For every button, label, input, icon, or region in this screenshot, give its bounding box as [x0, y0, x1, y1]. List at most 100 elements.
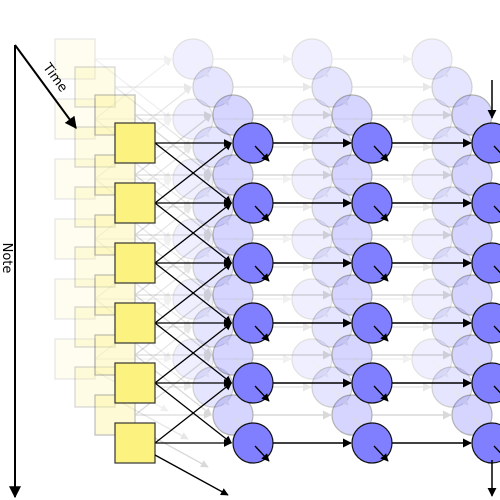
ghost-hidden-node	[291, 278, 333, 320]
ghost-time-step-arrow	[194, 61, 210, 78]
ghost-time-step-arrow	[313, 121, 329, 138]
layer-ghost	[54, 38, 453, 412]
hidden-node	[232, 182, 274, 224]
ghost-hidden-node	[291, 338, 333, 380]
ghost-time-step-arrow	[433, 61, 449, 78]
time-step-arrow	[373, 145, 389, 162]
ghost-input-box	[74, 126, 116, 168]
time-step-arrow	[493, 325, 500, 334]
ghost-hidden-node	[172, 218, 214, 260]
ghost-time-step-arrow	[433, 181, 449, 198]
ghost-input-arrow	[134, 354, 213, 416]
ghost-hidden-node	[172, 98, 214, 140]
time-step-arrow	[254, 325, 270, 342]
ghost-hidden-node	[311, 66, 353, 108]
time-step-arrow	[254, 145, 270, 162]
hidden-node	[351, 242, 393, 284]
ghost-input-arrow	[94, 58, 173, 120]
ghost-time-step-arrow	[333, 209, 349, 226]
time-step-arrow	[373, 205, 389, 222]
ghost-time-step-arrow	[214, 329, 230, 346]
hidden-node	[232, 422, 274, 464]
time-step-arrow	[254, 205, 270, 222]
ghost-input-box	[54, 218, 96, 260]
hidden-node	[471, 302, 500, 344]
ghost-input-box	[74, 186, 116, 228]
input-box	[114, 122, 156, 164]
time-step-arrow	[373, 265, 389, 282]
time-step-arrow	[373, 445, 389, 462]
ghost-time-step-arrow	[333, 89, 349, 106]
current-time-layer	[114, 80, 500, 497]
ghost-time-step-arrow	[453, 149, 469, 166]
ghost-input-box	[74, 306, 116, 348]
ghost-time-step-arrow	[433, 301, 449, 318]
ghost-input-arrow	[134, 294, 213, 356]
ghost-hidden-node	[172, 158, 214, 200]
ghost-time-step-arrow	[214, 89, 230, 106]
ghost-hidden-node	[172, 38, 214, 80]
ghost-hidden-node	[411, 338, 453, 380]
time-step-arrow	[254, 445, 270, 462]
ghost-time-step-arrow	[433, 241, 449, 258]
ghost-time-step-arrow	[214, 269, 230, 286]
ghost-time-step-arrow	[313, 361, 329, 378]
ghost-time-step-arrow	[433, 361, 449, 378]
time-step-arrow	[493, 445, 500, 454]
hidden-node	[232, 362, 274, 404]
ghost-time-step-arrow	[214, 389, 230, 406]
note-axis: Note	[0, 45, 21, 499]
ghost-input-arrow	[94, 58, 173, 120]
ghost-hidden-node	[411, 278, 453, 320]
ghost-input-box	[54, 338, 96, 380]
ghost-time-step-arrow	[453, 389, 469, 406]
time-step-arrow	[254, 385, 270, 402]
ghost-time-step-arrow	[433, 121, 449, 138]
layer-front	[114, 122, 500, 496]
hidden-node	[471, 182, 500, 224]
hidden-node	[351, 302, 393, 344]
ghost-hidden-node	[291, 98, 333, 140]
hidden-node	[351, 182, 393, 224]
ghost-hidden-node	[411, 158, 453, 200]
time-step-arrow	[493, 205, 500, 214]
ghost-time-step-arrow	[194, 241, 210, 258]
hidden-node	[232, 122, 274, 164]
hidden-node	[351, 362, 393, 404]
ghost-input-arrow	[114, 86, 193, 148]
input-box	[114, 182, 156, 224]
ghost-hidden-node	[291, 218, 333, 260]
ghost-input-box	[54, 38, 96, 80]
ghost-time-step-arrow	[194, 301, 210, 318]
time-step-arrow	[493, 145, 500, 154]
time-step-arrow	[373, 385, 389, 402]
ghost-input-box	[54, 278, 96, 320]
ghost-time-step-arrow	[453, 269, 469, 286]
outgoing-arrow	[154, 454, 229, 496]
ghost-hidden-node	[411, 98, 453, 140]
hidden-node	[351, 122, 393, 164]
input-connection-arrow	[154, 142, 233, 204]
ghost-time-step-arrow	[453, 89, 469, 106]
hidden-node	[471, 242, 500, 284]
ghost-time-step-arrow	[313, 181, 329, 198]
ghost-time-step-arrow	[333, 269, 349, 286]
time-step-arrow	[493, 265, 500, 274]
hidden-node	[232, 242, 274, 284]
ghost-time-step-arrow	[313, 301, 329, 318]
time-step-arrow	[254, 265, 270, 282]
input-box	[114, 362, 156, 404]
ghost-hidden-node	[411, 218, 453, 260]
ghost-hidden-node	[291, 158, 333, 200]
input-connection-arrow	[154, 322, 233, 384]
ghost-time-step-arrow	[313, 241, 329, 258]
ghost-time-step-arrow	[333, 329, 349, 346]
time-step-arrow	[493, 385, 500, 394]
ghost-input-box	[54, 158, 96, 200]
past-time-layers	[54, 38, 493, 468]
ghost-hidden-node	[431, 66, 473, 108]
ghost-hidden-node	[172, 338, 214, 380]
hidden-node	[471, 362, 500, 404]
ghost-time-step-arrow	[194, 181, 210, 198]
note-axis-label: Note	[0, 243, 14, 274]
